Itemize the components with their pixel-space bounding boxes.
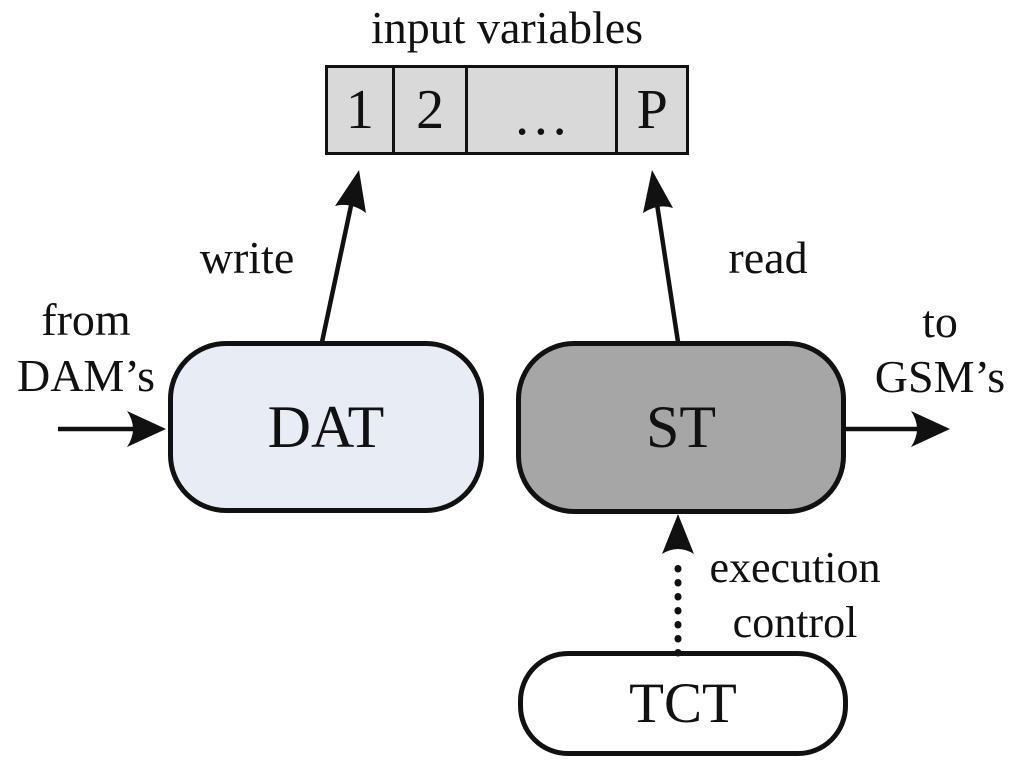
execution-control-label: execution control bbox=[709, 540, 880, 650]
read-arrow bbox=[643, 170, 681, 343]
from-dams-arrow bbox=[58, 411, 166, 447]
from-dams-line2: DAM’s bbox=[16, 350, 156, 401]
ellipsis-text: … bbox=[512, 85, 571, 147]
write-arrow bbox=[319, 170, 366, 343]
arrowhead-icon bbox=[643, 170, 673, 213]
table-cell-p: P bbox=[615, 68, 687, 152]
read-label: read bbox=[728, 232, 808, 283]
arrowhead-icon bbox=[911, 411, 950, 447]
execution-control-line2: control bbox=[732, 598, 858, 647]
write-label: write bbox=[199, 232, 295, 283]
st-node: ST bbox=[516, 341, 846, 514]
input-variables-table: 1 2 … P bbox=[325, 65, 689, 155]
arrowhead-icon bbox=[127, 411, 166, 447]
execution-control-line1: execution bbox=[709, 543, 881, 592]
arrowhead-icon bbox=[662, 514, 694, 554]
table-cell-2: 2 bbox=[391, 68, 466, 152]
to-gsms-line2: GSM’s bbox=[874, 351, 1006, 402]
dat-node-label: DAT bbox=[267, 393, 385, 460]
dat-node: DAT bbox=[168, 341, 484, 513]
execution-control-arrow bbox=[662, 514, 694, 657]
from-dams-line1: from bbox=[41, 294, 131, 345]
tct-node: TCT bbox=[518, 651, 848, 756]
table-cell-1: 1 bbox=[328, 68, 392, 152]
tct-node-label: TCT bbox=[629, 672, 737, 735]
to-gsms-label: to GSM’s bbox=[875, 294, 1005, 404]
table-cell-ellipsis: … bbox=[465, 68, 616, 152]
from-dams-label: from DAM’s bbox=[17, 292, 155, 404]
to-gsms-line1: to bbox=[922, 296, 958, 347]
to-gsms-arrow bbox=[846, 411, 950, 447]
st-node-label: ST bbox=[645, 394, 717, 460]
input-variables-title: input variables bbox=[370, 2, 644, 53]
arrowhead-icon bbox=[335, 170, 366, 213]
